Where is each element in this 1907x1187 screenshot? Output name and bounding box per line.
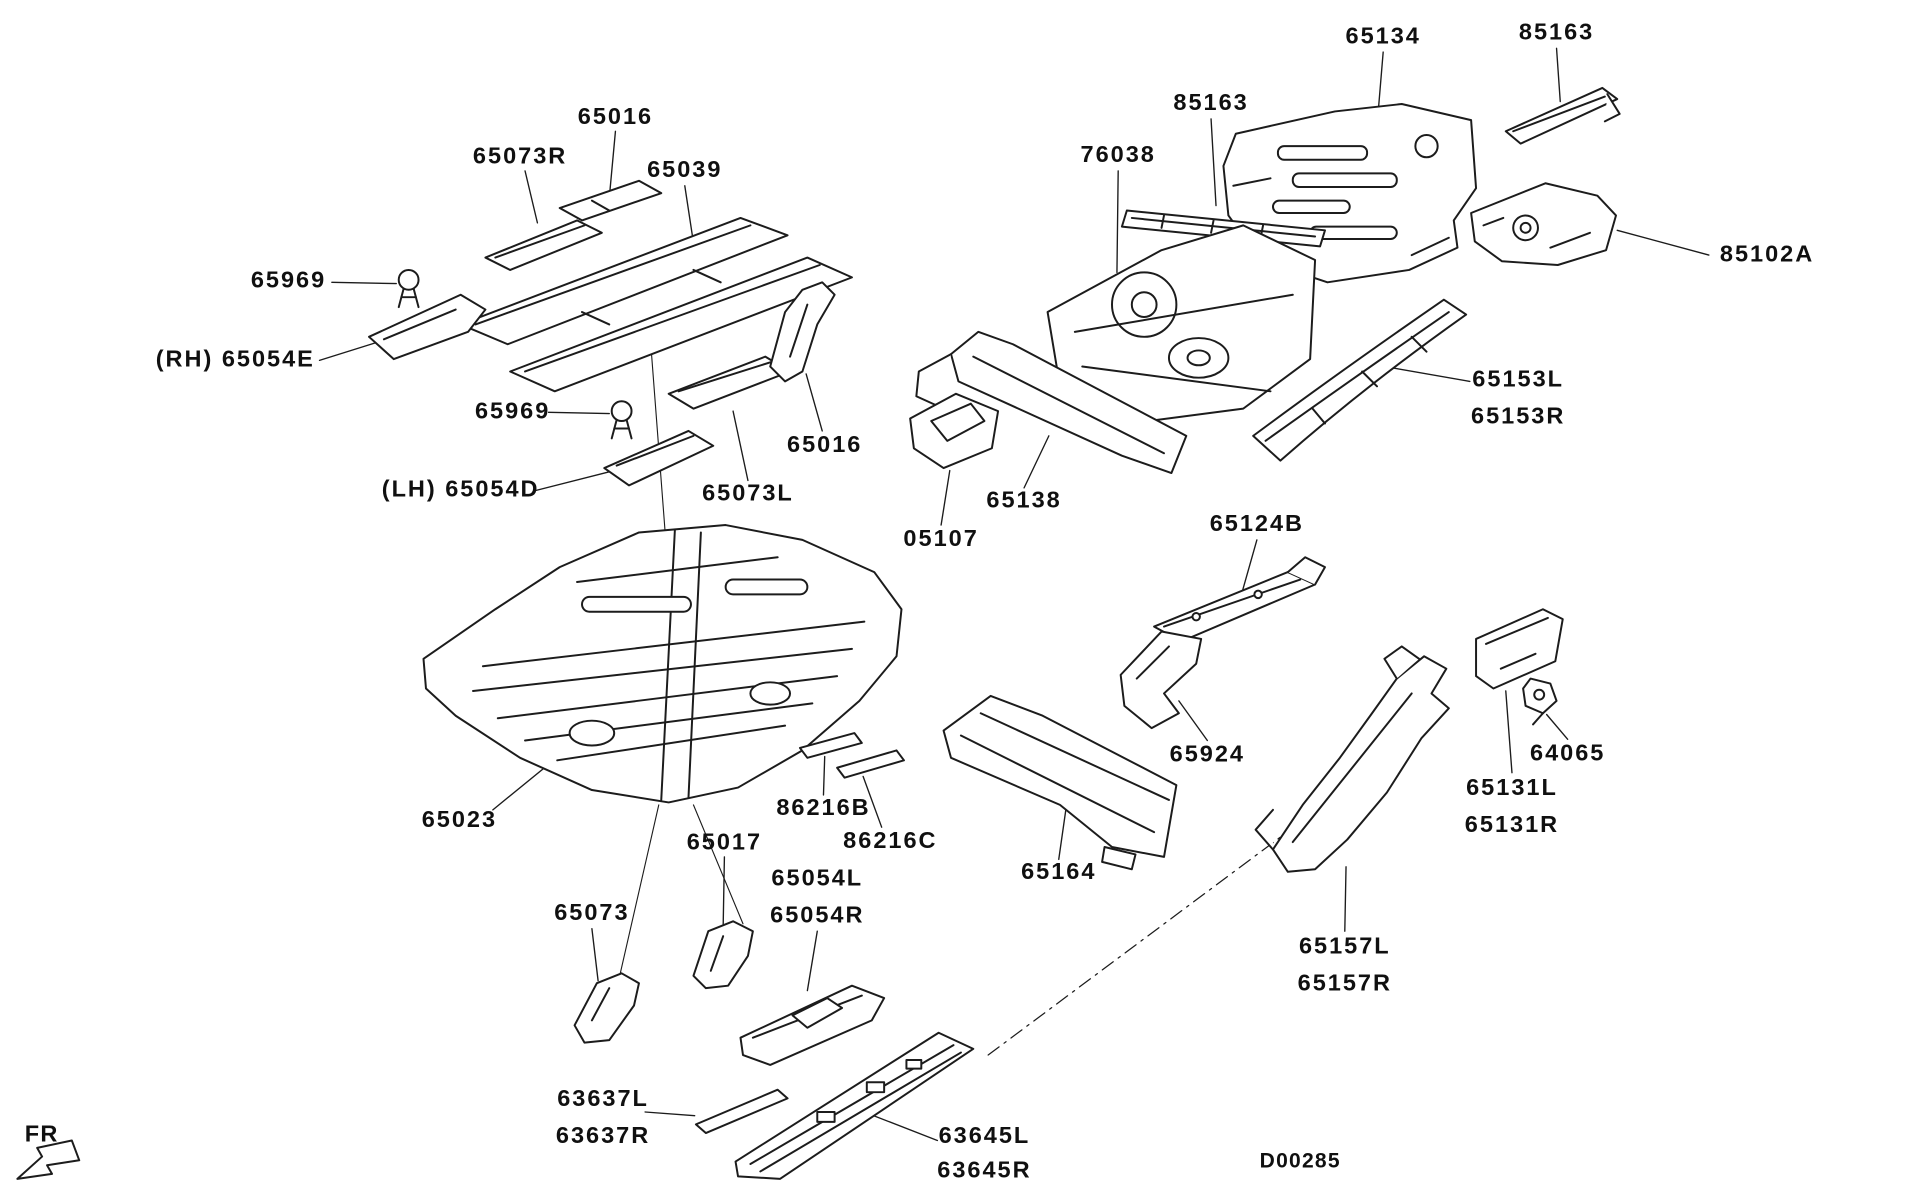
part-63645 [734, 1031, 975, 1180]
part-label-65131l: 65131L [1466, 775, 1558, 802]
part-label-65157r: 65157R [1297, 970, 1392, 997]
fr-arrow-icon [16, 1139, 81, 1180]
part-65924 [1119, 630, 1203, 730]
part-label-63637l: 63637L [557, 1085, 649, 1112]
part-label-65017: 65017 [686, 829, 763, 856]
part-label-rh65054e: (RH) 65054E [155, 346, 315, 373]
part-label-lh65054d: (LH) 65054D [381, 476, 540, 503]
part-65023 [422, 524, 903, 804]
alignment-dash-line [987, 836, 1282, 1056]
leader-lines [318, 47, 1710, 1142]
part-label-85102a: 85102A [1719, 241, 1815, 268]
part-label-64065: 64065 [1530, 740, 1606, 767]
part-label-65016: 65016 [787, 432, 863, 459]
part-65054d [603, 429, 715, 487]
part-label-63645l: 63645L [938, 1123, 1031, 1150]
part-65073-bottom [573, 972, 640, 1044]
construction-lines [618, 351, 744, 979]
part-label-76038: 76038 [1080, 142, 1156, 169]
part-65164 [942, 694, 1178, 871]
part-label-65157l: 65157L [1298, 933, 1391, 960]
part-label-65039: 65039 [647, 157, 723, 184]
part-85102a [1470, 182, 1617, 266]
part-label-65924: 65924 [1169, 741, 1246, 768]
part-65969-bolt-front [397, 268, 420, 309]
part-label-63645r: 63645R [937, 1157, 1032, 1184]
part-label-63637r: 63637R [555, 1123, 651, 1150]
part-label-65016: 65016 [577, 104, 654, 131]
part-label-65164: 65164 [1021, 859, 1097, 886]
part-64065 [1522, 677, 1558, 726]
part-65039 [459, 216, 853, 393]
part-65016-rear [769, 281, 836, 383]
part-05107 [909, 392, 1000, 470]
part-65969-bolt-rear [610, 400, 633, 440]
part-65124b [1153, 556, 1326, 643]
part-label-65131r: 65131R [1464, 812, 1560, 839]
part-label-05107: 05107 [903, 526, 979, 553]
part-65054e [368, 293, 487, 361]
part-label-85163: 85163 [1173, 90, 1249, 117]
part-label-65073l: 65073L [702, 480, 794, 507]
diagram-code: D00285 [1259, 1149, 1341, 1173]
part-label-65073r: 65073R [472, 143, 568, 170]
part-label-65054r: 65054R [770, 902, 865, 929]
part-label-65124b: 65124B [1209, 511, 1305, 538]
part-65157 [1254, 645, 1450, 873]
part-label-65073: 65073 [554, 900, 630, 927]
part-65054lr [739, 984, 886, 1066]
fr-direction-label: FR [24, 1121, 59, 1148]
part-65138 [915, 330, 1188, 475]
part-label-65969: 65969 [250, 267, 327, 294]
part-label-85163: 85163 [1518, 19, 1595, 46]
part-86216c [836, 749, 905, 779]
part-label-65138: 65138 [986, 487, 1062, 514]
part-65153 [1252, 298, 1468, 462]
part-label-65054l: 65054L [771, 865, 864, 892]
part-65131 [1475, 608, 1564, 690]
part-85163-rear [1504, 86, 1621, 145]
part-86216b [798, 732, 863, 759]
part-label-65153l: 65153L [1472, 366, 1565, 393]
part-label-65153r: 65153R [1471, 403, 1566, 430]
part-label-86216c: 86216C [843, 828, 938, 855]
part-label-65023: 65023 [421, 807, 498, 834]
part-label-86216b: 86216B [776, 794, 871, 821]
part-label-65134: 65134 [1345, 23, 1421, 50]
part-65016-front [558, 179, 663, 222]
part-label-65969: 65969 [474, 398, 551, 425]
part-76038 [1046, 224, 1317, 425]
part-65017 [692, 920, 754, 990]
part-65073r [484, 219, 603, 271]
part-63637 [694, 1088, 789, 1135]
